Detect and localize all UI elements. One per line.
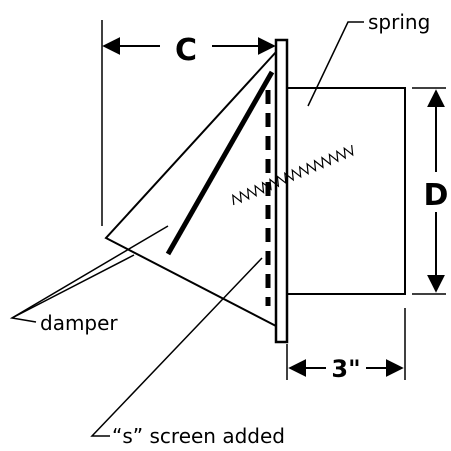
mounting-flange bbox=[274, 38, 289, 344]
d-dimension-label: D bbox=[424, 178, 449, 213]
damper-blade bbox=[165, 70, 275, 256]
hood-shield bbox=[104, 49, 277, 328]
spring-leader bbox=[307, 21, 364, 107]
c-dimension-label: C bbox=[175, 33, 197, 68]
screen-leader bbox=[90, 257, 263, 437]
damper-leader bbox=[9, 225, 169, 323]
hood-body bbox=[286, 87, 406, 295]
spring-label: spring bbox=[368, 10, 430, 34]
screen-label: “s” screen added bbox=[112, 424, 285, 448]
damper-label: damper bbox=[40, 311, 118, 335]
damper-leader-lower bbox=[11, 254, 135, 319]
spring-coil bbox=[232, 144, 354, 206]
depth-dimension-label: 3" bbox=[331, 355, 360, 383]
